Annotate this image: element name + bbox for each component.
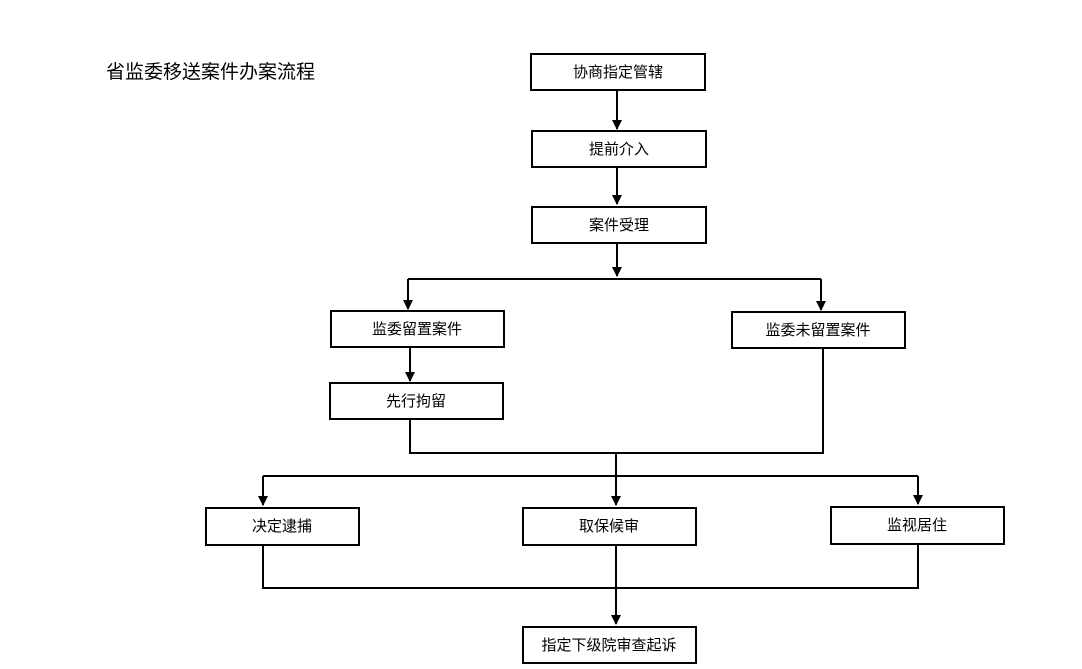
node-consult-label: 协商指定管辖 — [573, 63, 663, 81]
diagram-title: 省监委移送案件办案流程 — [106, 61, 315, 83]
node-early-label: 提前介入 — [589, 140, 649, 158]
node-detained-label: 监委留置案件 — [372, 320, 462, 338]
node-surveillance-label: 监视居住 — [887, 516, 947, 534]
node-early: 提前介入 — [531, 130, 707, 168]
node-prosecute: 指定下级院审查起诉 — [522, 626, 697, 664]
node-bail: 取保候审 — [522, 507, 697, 546]
node-consult: 协商指定管辖 — [530, 53, 706, 91]
node-accept-label: 案件受理 — [589, 216, 649, 234]
node-not-detained-label: 监委未留置案件 — [765, 321, 870, 339]
node-arrest: 决定逮捕 — [205, 507, 360, 546]
edge-converge-bar — [262, 545, 919, 589]
node-not-detained: 监委未留置案件 — [731, 311, 906, 349]
node-prosecute-label: 指定下级院审查起诉 — [541, 636, 676, 654]
node-custody: 先行拘留 — [329, 382, 504, 420]
node-surveillance: 监视居住 — [830, 506, 1005, 545]
connectors — [258, 90, 923, 625]
node-bail-label: 取保候审 — [579, 517, 639, 535]
node-detained: 监委留置案件 — [330, 310, 505, 348]
node-arrest-label: 决定逮捕 — [252, 517, 312, 535]
node-custody-label: 先行拘留 — [386, 392, 446, 410]
node-accept: 案件受理 — [531, 206, 707, 244]
